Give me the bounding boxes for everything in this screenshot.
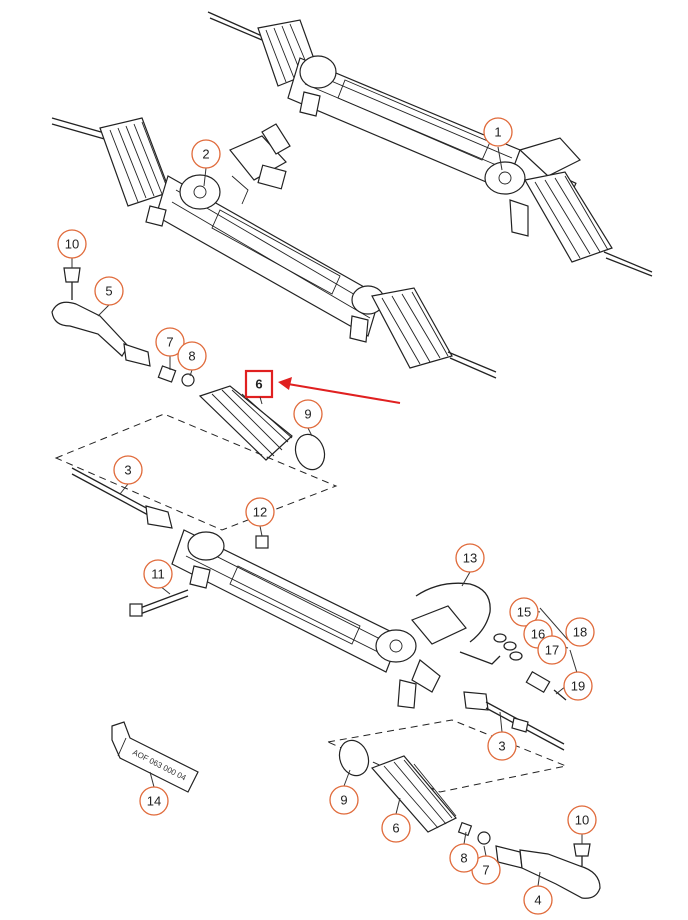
callout-number: 3 [498, 739, 505, 754]
callout-c15: 15 [509, 597, 539, 627]
callout-ring [487, 731, 517, 761]
callout-c10a: 10 [57, 229, 87, 259]
callout-number: 7 [482, 863, 489, 878]
tie-rod-end-right [457, 821, 601, 899]
steering-rack-assembly-1 [207, 11, 653, 277]
callout-ring [565, 617, 595, 647]
callout-number: 6 [255, 377, 262, 392]
callout-ring [483, 117, 513, 147]
highlight-arrow-head [278, 377, 292, 390]
callout-number: 11 [151, 567, 165, 582]
callout-c9b: 9 [329, 785, 359, 815]
callout-ring [509, 597, 539, 627]
highlight-box [244, 369, 274, 399]
callout-number: 4 [534, 893, 541, 908]
callout-number: 10 [65, 237, 79, 252]
callout-ring [567, 805, 597, 835]
callout-ring [94, 276, 124, 306]
callout-number: 5 [105, 284, 112, 299]
callout-number: 16 [531, 627, 545, 642]
callout-ring [563, 671, 593, 701]
callout-c14: 14 [139, 786, 169, 816]
callout-c6a: 6 [255, 377, 262, 392]
callout-c2: 2 [191, 139, 221, 169]
callout-c4: 4 [523, 885, 553, 915]
callout-number: 7 [166, 335, 173, 350]
callout-number: 1 [494, 125, 501, 140]
callout-c6b: 6 [381, 813, 411, 843]
callout-ring [245, 497, 275, 527]
callout-c11: 11 [143, 559, 173, 589]
callout-number: 14 [147, 794, 161, 809]
callout-number: 19 [571, 679, 585, 694]
callout-number: 17 [545, 643, 559, 658]
callout-number: 15 [517, 605, 531, 620]
callout-number: 6 [392, 821, 399, 836]
callout-ring [455, 543, 485, 573]
callout-c7b: 7 [471, 855, 501, 885]
inner-tie-rod-lower [463, 691, 565, 751]
callout-c5: 5 [94, 276, 124, 306]
steering-rack-assembly-3 [129, 529, 567, 709]
callout-number: 8 [188, 349, 195, 364]
callout-ring [329, 785, 359, 815]
callout-number: 8 [460, 851, 467, 866]
callout-ring [381, 813, 411, 843]
callout-number: 9 [304, 407, 311, 422]
callout-number: 18 [573, 625, 587, 640]
callout-number: 12 [253, 505, 267, 520]
callout-c3b: 3 [487, 731, 517, 761]
callout-ring [537, 635, 567, 665]
callout-number: 2 [202, 147, 209, 162]
highlight-arrow [287, 383, 401, 404]
callout-c9a: 9 [293, 399, 323, 429]
callout-c10b: 10 [567, 805, 597, 835]
callout-ring [143, 559, 173, 589]
callout-ring [57, 229, 87, 259]
callout-c7a: 7 [155, 327, 185, 357]
callout-number: 10 [575, 813, 589, 828]
inner-tie-rod-upper [71, 467, 173, 529]
callout-number: 3 [124, 463, 131, 478]
callout-ring [155, 327, 185, 357]
callout-c19: 19 [563, 671, 593, 701]
callout-ring [139, 786, 169, 816]
tie-rod-end-left [51, 267, 195, 387]
boot-right [338, 739, 457, 833]
callout-ring [293, 399, 323, 429]
callout-c12: 12 [245, 497, 275, 527]
callout-ring [449, 843, 479, 873]
boot-left [198, 385, 326, 471]
callout-ring [191, 139, 221, 169]
callout-c18: 18 [565, 617, 595, 647]
callout-ring [113, 455, 143, 485]
callout-number: 13 [463, 551, 477, 566]
callout-c1: 1 [483, 117, 513, 147]
callout-c8a: 8 [177, 341, 207, 371]
callout-ring [523, 885, 553, 915]
steering-rack-assembly-2 [51, 117, 497, 379]
exploded-group-bracket-upper [54, 413, 338, 531]
callout-number: 9 [340, 793, 347, 808]
grease-tube: AOF 063 000 04 [111, 721, 199, 793]
callout-c3a: 3 [113, 455, 143, 485]
callout-ring [177, 341, 207, 371]
callout-c17: 17 [537, 635, 567, 665]
callout-c13: 13 [455, 543, 485, 573]
callout-c8b: 8 [449, 843, 479, 873]
